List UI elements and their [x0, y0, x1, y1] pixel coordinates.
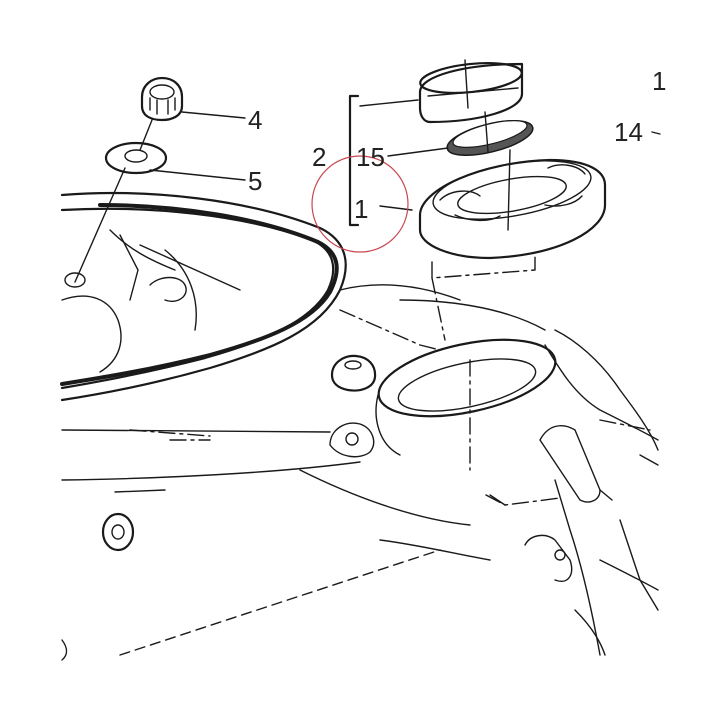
callout-1: 1: [354, 194, 368, 224]
callout-4: 4: [248, 105, 262, 135]
part-5-washer: [104, 141, 246, 181]
callout-14: 14: [614, 117, 643, 147]
part-15-seal: [387, 111, 534, 157]
callout-5: 5: [248, 166, 262, 196]
part-1-housing: [379, 149, 607, 341]
callout-15: 15: [356, 142, 385, 172]
highlight-circle: [311, 155, 409, 253]
part-threaded-ring: [418, 59, 524, 124]
frame-body: [60, 191, 659, 661]
group-2-bracket: [348, 94, 419, 227]
callout-2: 2: [312, 142, 326, 172]
callout-1-top: 1: [652, 66, 666, 96]
part-4-nut: [140, 76, 246, 122]
